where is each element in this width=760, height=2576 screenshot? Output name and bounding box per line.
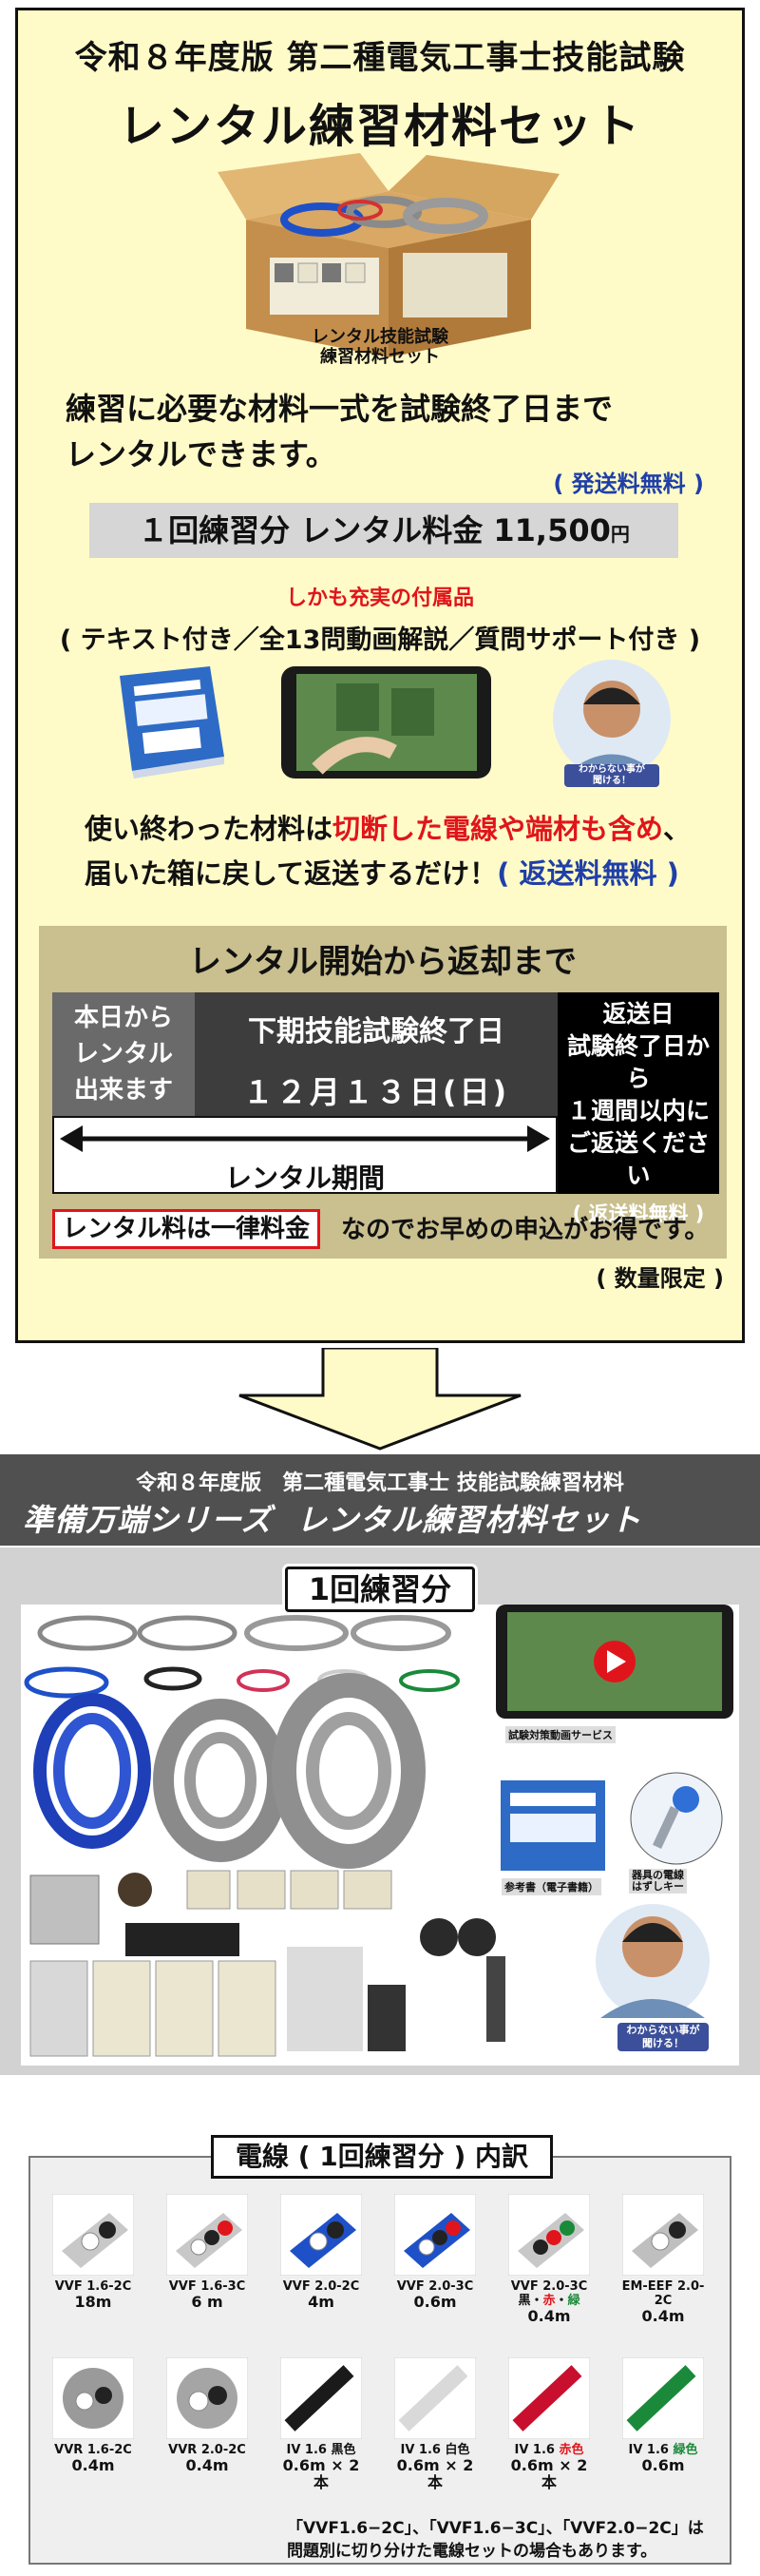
textbook-icon <box>120 666 224 779</box>
wire-breakdown-title: 電線 ( 1回練習分 ) 内訳 <box>211 2135 553 2179</box>
lead-text: 練習に必要な材料一式を試験終了日まで レンタルできます。 <box>66 391 614 472</box>
banner-title: 準備万端シリーズレンタル練習材料セット <box>23 1502 642 1538</box>
bonus-heading: しかも充実の付属品 <box>285 586 474 610</box>
flat-fee-badge: レンタル料は一律料金 <box>52 1209 321 1249</box>
rental-period-label: レンタル期間 <box>224 1163 385 1194</box>
hero-title: レンタル練習材料セット <box>118 100 641 153</box>
end-cell: 下期技能試験終了日 １２月１３日(日) <box>195 992 558 1116</box>
key-icon <box>652 1786 699 1850</box>
wire-item: VVF 2.0-3C 0.6m <box>388 2194 483 2311</box>
wire-item: IV 1.6 黒色 0.6m × 2 本 <box>274 2357 369 2491</box>
return-instruction-line1: 使い終わった材料は切断した電線や端材も含め、 <box>85 813 692 845</box>
limited-quantity: ( 数量限定 ) <box>596 1265 724 1292</box>
iv-white-wire-icon <box>394 2357 476 2439</box>
period-title: レンタル開始から返却まで <box>189 943 577 981</box>
ebook-label: 参考書（電子書籍） <box>502 1878 601 1895</box>
kit-contents-panel: 試験対策動画サービス 参考書（電子書籍） 器具の電線 はずしキー わからない事が… <box>0 1548 760 2075</box>
wire-item: VVF 2.0-2C 4m <box>274 2194 369 2311</box>
vvf-cable-icon <box>52 2194 134 2276</box>
support-person-icon <box>553 660 671 778</box>
support-speech-tag: わからない事が 聞ける！ <box>564 764 659 787</box>
video-phone-icon <box>281 666 491 779</box>
wire-item: EM-EEF 2.0-2C 0.4m <box>616 2194 711 2325</box>
wire-item: IV 1.6 白色 0.6m × 2 本 <box>388 2357 483 2491</box>
wire-item: VVR 1.6-2C 0.4m <box>46 2357 141 2474</box>
wire-item: VVR 2.0-2C 0.4m <box>160 2357 255 2474</box>
kit-support-tag: わからない事が 聞ける！ <box>618 2023 709 2051</box>
hero-subtitle: 令和８年度版 第二種電気工事士技能試験 <box>74 39 686 77</box>
iv-green-wire-icon <box>622 2357 704 2439</box>
down-arrow-icon <box>238 1348 522 1451</box>
start-cell: 本日から レンタル 出来ます <box>52 992 195 1116</box>
wire-item: VVF 2.0-3C 黒・赤・緑 0.4m <box>502 2194 597 2325</box>
vvr-cable-icon <box>52 2357 134 2439</box>
vvf-cable-icon <box>280 2194 362 2276</box>
iv-red-wire-icon <box>508 2357 590 2439</box>
cardboard-box-image <box>218 153 560 357</box>
wire-item: IV 1.6 緑色 0.6m <box>616 2357 711 2474</box>
kit-contents-image <box>24 1605 733 2057</box>
vvr-cable-icon <box>166 2357 248 2439</box>
wire-item: VVF 1.6-3C 6 m <box>160 2194 255 2311</box>
video-service-label: 試験対策動画サービス <box>505 1726 616 1743</box>
iv-black-wire-icon <box>280 2357 362 2439</box>
wire-item: VVF 1.6-2C 18m <box>46 2194 141 2311</box>
return-cell: 返送日 試験終了日から １週間以内に ご返送ください ( 返送料無料 ) <box>558 992 719 1225</box>
vvf-cable-icon <box>394 2194 476 2276</box>
box-caption: レンタル技能試験 練習材料セット <box>312 327 448 367</box>
bonus-items: ( テキスト付き／全13問動画解説／質問サポート付き ) <box>59 625 701 655</box>
rental-price: １回練習分 レンタル料金 11,500円 <box>89 503 678 558</box>
rental-period-panel: レンタル開始から返却まで 本日から レンタル 出来ます 下期技能試験終了日 １２… <box>39 926 727 1259</box>
return-instruction-line2: 届いた箱に戻して返送するだけ！( 返送料無料 ) <box>85 857 679 890</box>
banner-subtitle: 令和８年度版 第二種電気工事士 技能試験練習材料 <box>136 1471 624 1495</box>
early-apply-note: なのでお早めの申込がお得です。 <box>341 1216 710 1244</box>
free-shipping-note: ( 発送料無料 ) <box>553 471 704 497</box>
eef-cable-icon <box>622 2194 704 2276</box>
rental-hero-panel: 令和８年度版 第二種電気工事士技能試験 レンタル練習材料セット レンタル技能試験… <box>15 8 745 1343</box>
wire-footnote: 「VVF1.6−2C」、「VVF1.6−3C」、「VVF2.0−2C」は 問題別… <box>287 2519 704 2561</box>
wire-breakdown-panel: 電線 ( 1回練習分 ) 内訳 VVF 1.6-2C 18m VVF 1.6-3… <box>28 2135 732 2565</box>
double-arrow-icon <box>60 1125 550 1152</box>
rental-period-bar: レンタル期間 <box>52 1116 558 1194</box>
kit-photo-area: 試験対策動画サービス 参考書（電子書籍） 器具の電線 はずしキー わからない事が… <box>21 1605 739 2066</box>
vvf-cable-icon <box>508 2194 590 2276</box>
vvf-cable-icon <box>166 2194 248 2276</box>
one-practice-badge: 1回練習分 <box>285 1567 475 1612</box>
product-banner: 令和８年度版 第二種電気工事士 技能試験練習材料 準備万端シリーズレンタル練習材… <box>0 1454 760 1546</box>
wire-item: IV 1.6 赤色 0.6m × 2 本 <box>502 2357 597 2491</box>
key-label: 器具の電線 はずしキー <box>629 1869 687 1894</box>
